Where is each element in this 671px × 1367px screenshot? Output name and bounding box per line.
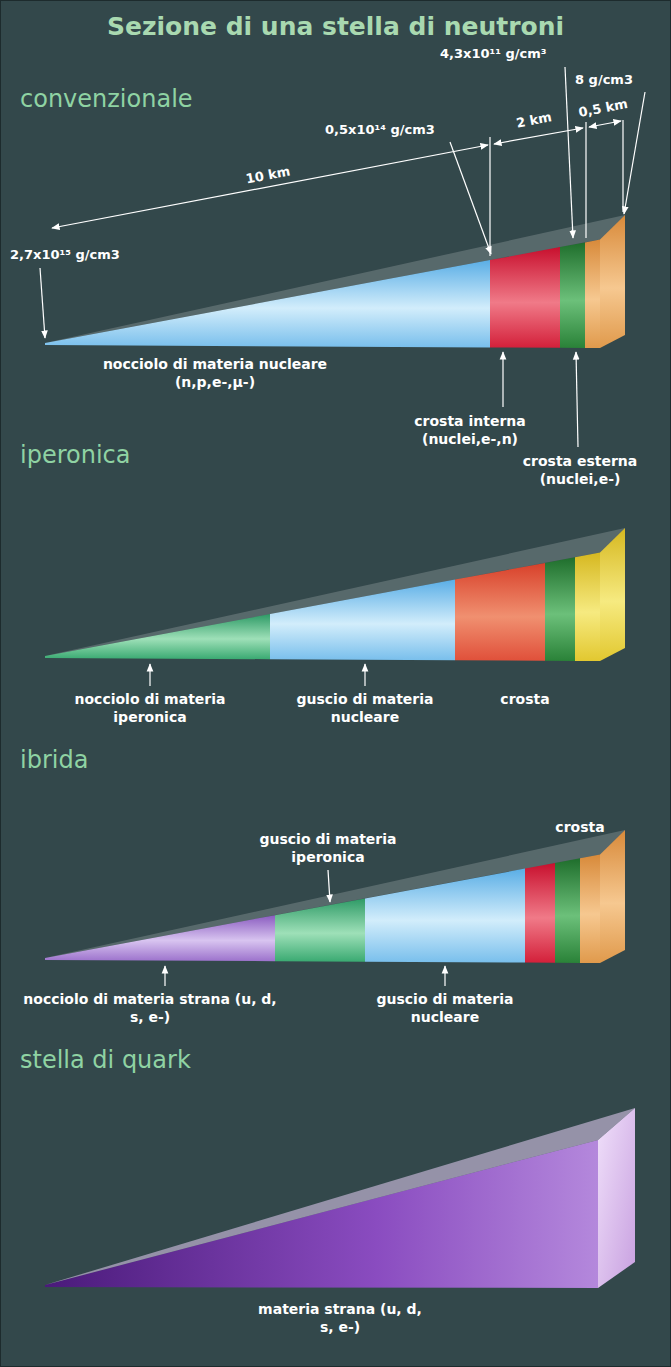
dimension-label: 0,5 km [577,96,629,120]
wedge-conventional [45,215,625,348]
wedge-quark [45,1108,635,1288]
layer-label: materia strana (u, d, s, e-) [255,1300,425,1336]
wedge-hyperonic [45,528,625,661]
section-title: convenzionale [20,84,193,114]
layer-label: crosta interna (nuclei,e-,n) [395,412,545,448]
dimension-label: 2 km [515,109,553,130]
diagram-title: Sezione di una stella di neutroni [0,12,671,41]
wedge-hybrid [45,830,625,963]
layer-label: guscio di materia iperonica [241,830,416,866]
section-title: stella di quark [20,1045,191,1075]
section-title: iperonica [20,440,130,470]
leader-lines [40,67,645,986]
density-value: 0,5x10¹⁴ g/cm3 [325,122,435,137]
layer-label: crosta esterna (nuclei,e-) [505,452,655,488]
layer-label: crosta [480,690,570,708]
density-value: 2,7x10¹⁵ g/cm3 [10,247,120,262]
section-title: ibrida [20,745,88,775]
layer-label: guscio di materia nucleare [358,990,533,1026]
dimension-label: 10 km [245,163,292,186]
layer-label: guscio di materia nucleare [278,690,453,726]
layer-label: nocciolo di materia strana (u, d, s, e-) [18,990,283,1026]
layer-label: crosta [545,818,615,836]
density-value: 4,3x10¹¹ g/cm³ [440,46,546,61]
density-value: 8 g/cm3 [575,72,633,87]
layer-label: nocciolo di materia iperonica [53,690,248,726]
layer-label: nocciolo di materia nucleare (n,p,e-,μ-) [70,355,360,391]
